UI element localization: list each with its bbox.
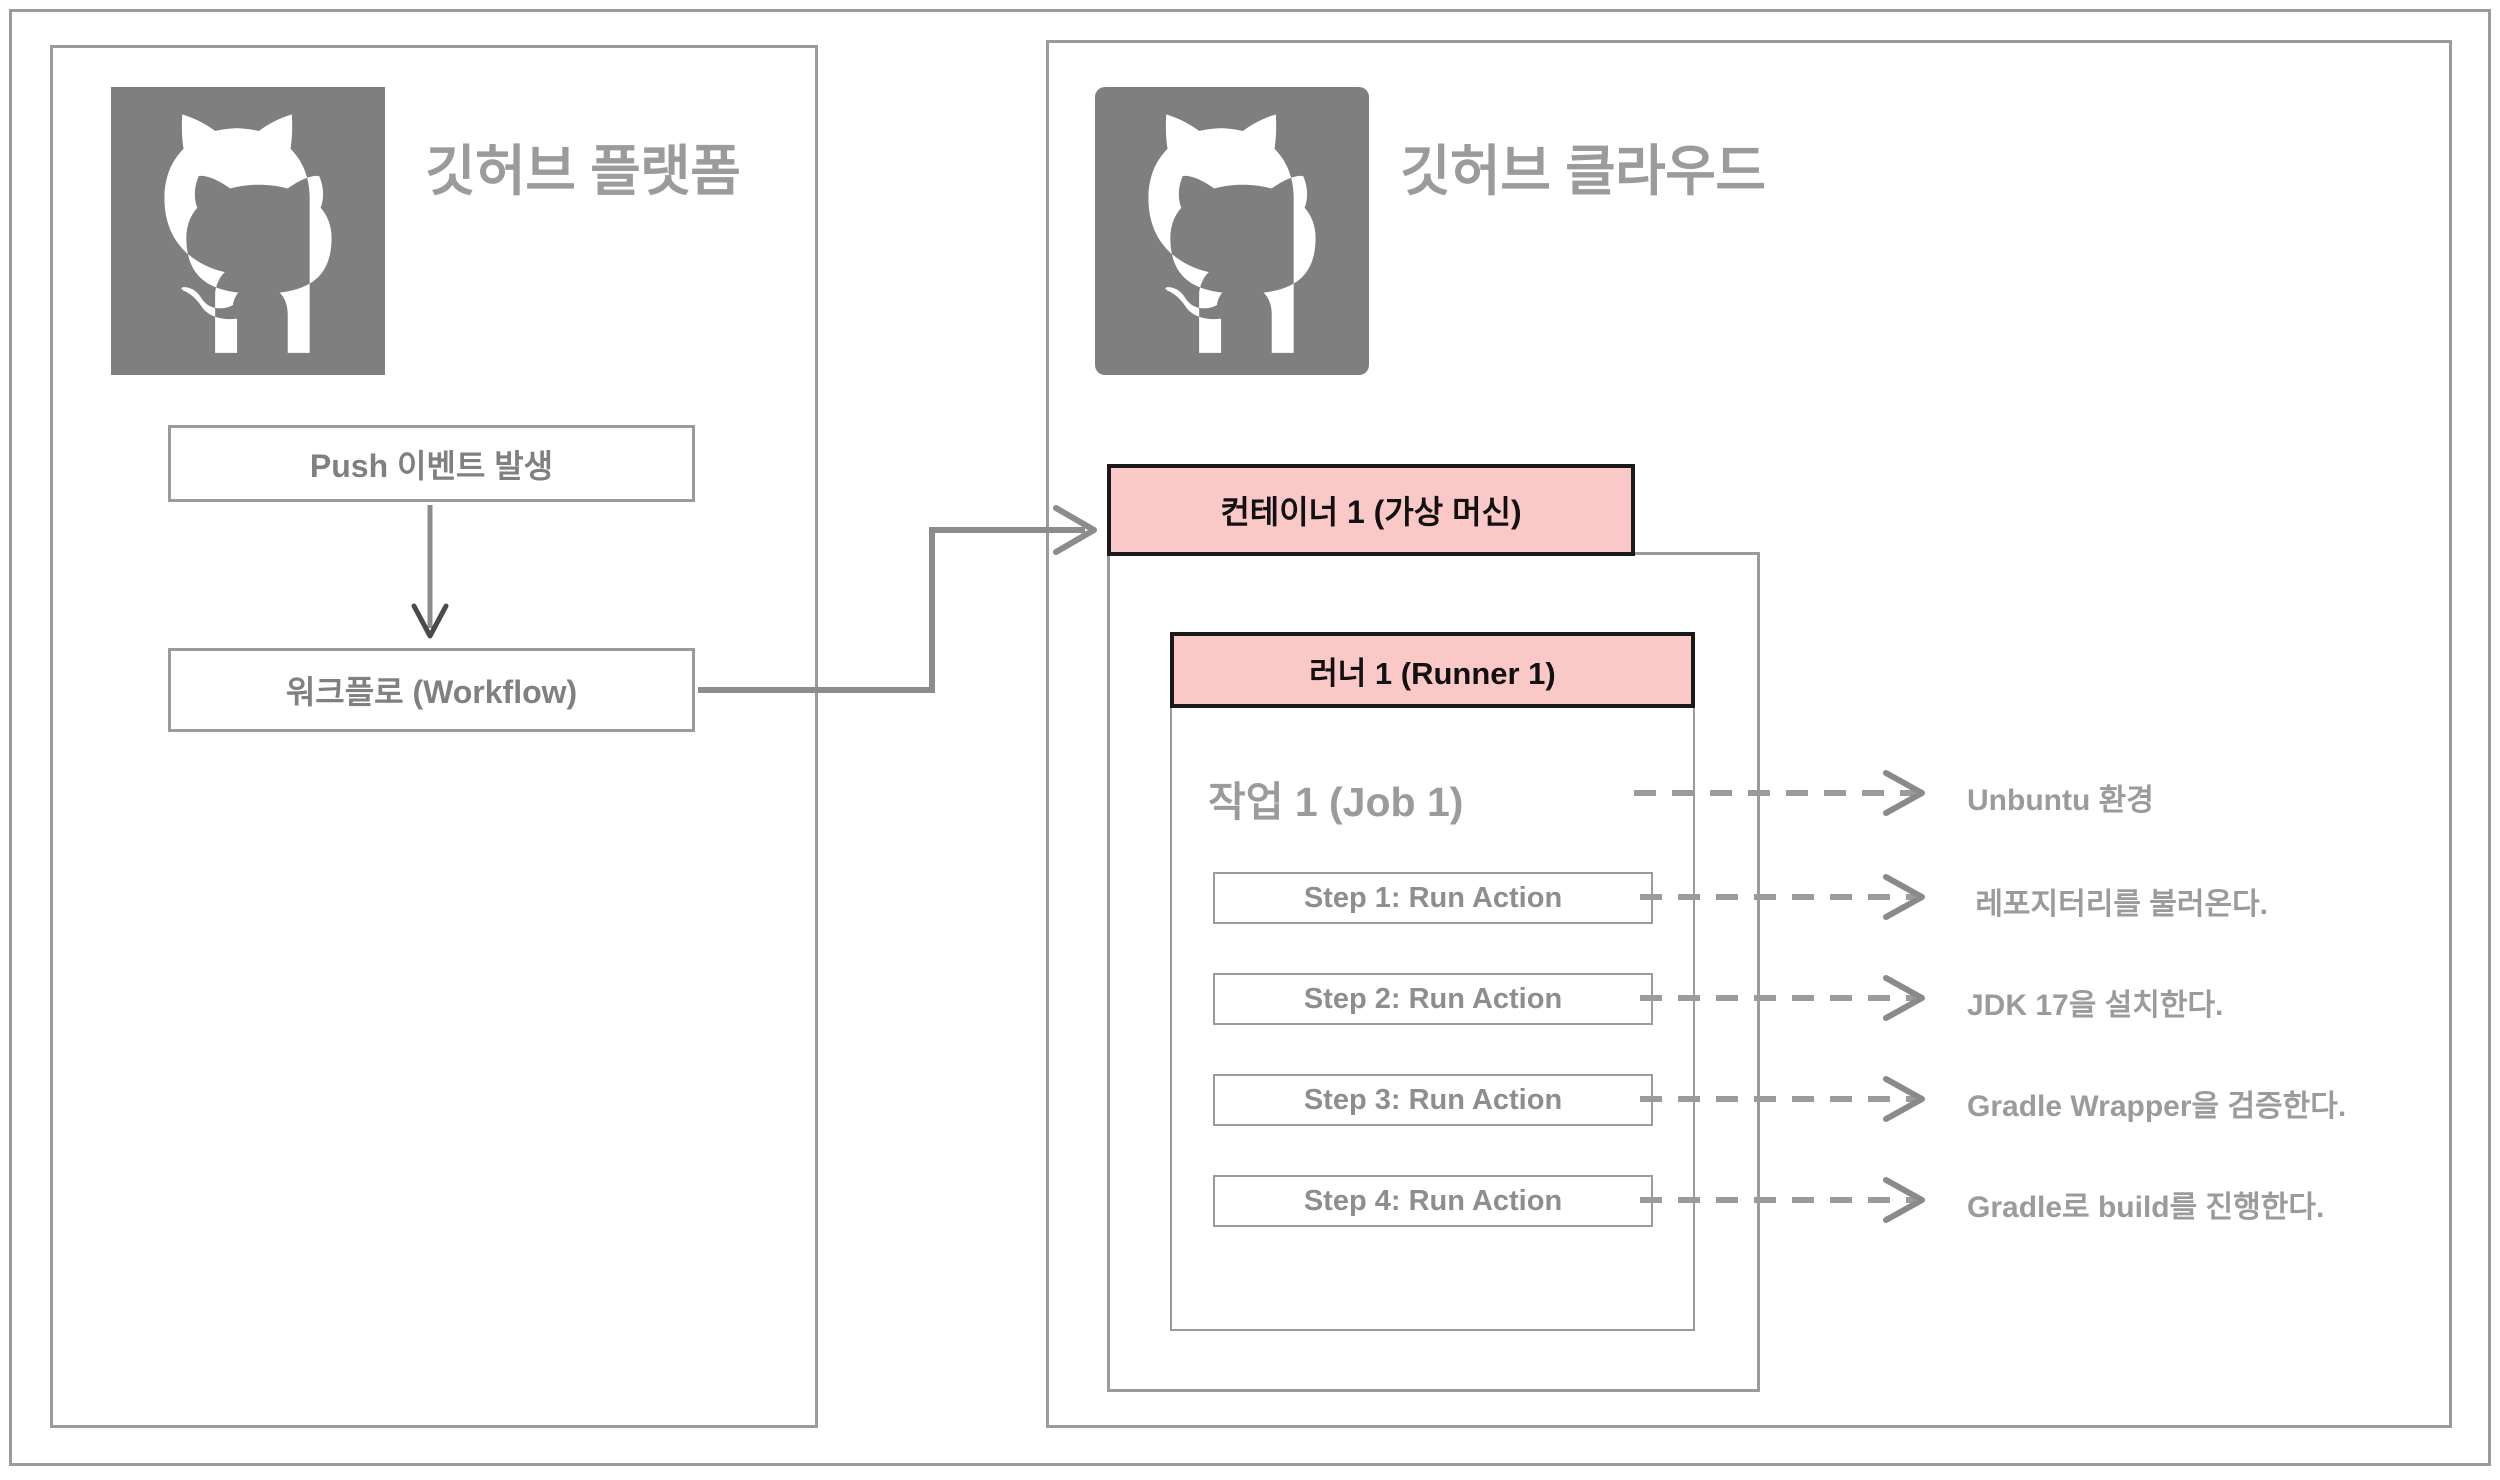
step-box-1[interactable]: Step 1: Run Action	[1213, 872, 1653, 924]
push-event-label: Push 이벤트 발생	[309, 447, 554, 484]
github-octocat-mark-platform	[111, 87, 385, 375]
runner-header-label: 러너 1 (Runner 1)	[1309, 655, 1556, 691]
runner-header[interactable]: 러너 1 (Runner 1)	[1170, 632, 1695, 708]
container-header-label: 컨테이너 1 (가상 머신)	[1220, 494, 1522, 530]
job-title: 작업 1 (Job 1)	[1208, 779, 1464, 825]
workflow-label: 워크플로 (Workflow)	[285, 674, 578, 710]
annotation-label-1: Unbuntu 환경	[1967, 784, 2154, 817]
container-header[interactable]: 컨테이너 1 (가상 머신)	[1107, 464, 1635, 556]
step-box-4[interactable]: Step 4: Run Action	[1213, 1175, 1653, 1227]
cloud-title: 깃허브 클라우드	[1400, 140, 1766, 202]
github-octocat-mark-cloud	[1095, 87, 1369, 375]
annotation-label-2: 레포지터리를 불러온다.	[1967, 888, 2269, 921]
step-box-3[interactable]: Step 3: Run Action	[1213, 1074, 1653, 1126]
workflow-box[interactable]: 워크플로 (Workflow)	[168, 648, 695, 732]
step-label-1: Step 1: Run Action	[1303, 881, 1563, 914]
step-label-2: Step 2: Run Action	[1303, 982, 1563, 1015]
annotation-label-3: JDK 17을 설치한다.	[1967, 989, 2224, 1022]
step-label-4: Step 4: Run Action	[1303, 1184, 1563, 1217]
push-event-box[interactable]: Push 이벤트 발생	[168, 425, 695, 502]
annotation-label-4: Gradle Wrapper을 검증한다.	[1967, 1090, 2347, 1123]
step-box-2[interactable]: Step 2: Run Action	[1213, 973, 1653, 1025]
step-label-3: Step 3: Run Action	[1303, 1083, 1563, 1116]
platform-title: 깃허브 플랫폼	[425, 140, 741, 202]
annotation-label-5: Gradle로 build를 진행한다.	[1967, 1191, 2325, 1224]
